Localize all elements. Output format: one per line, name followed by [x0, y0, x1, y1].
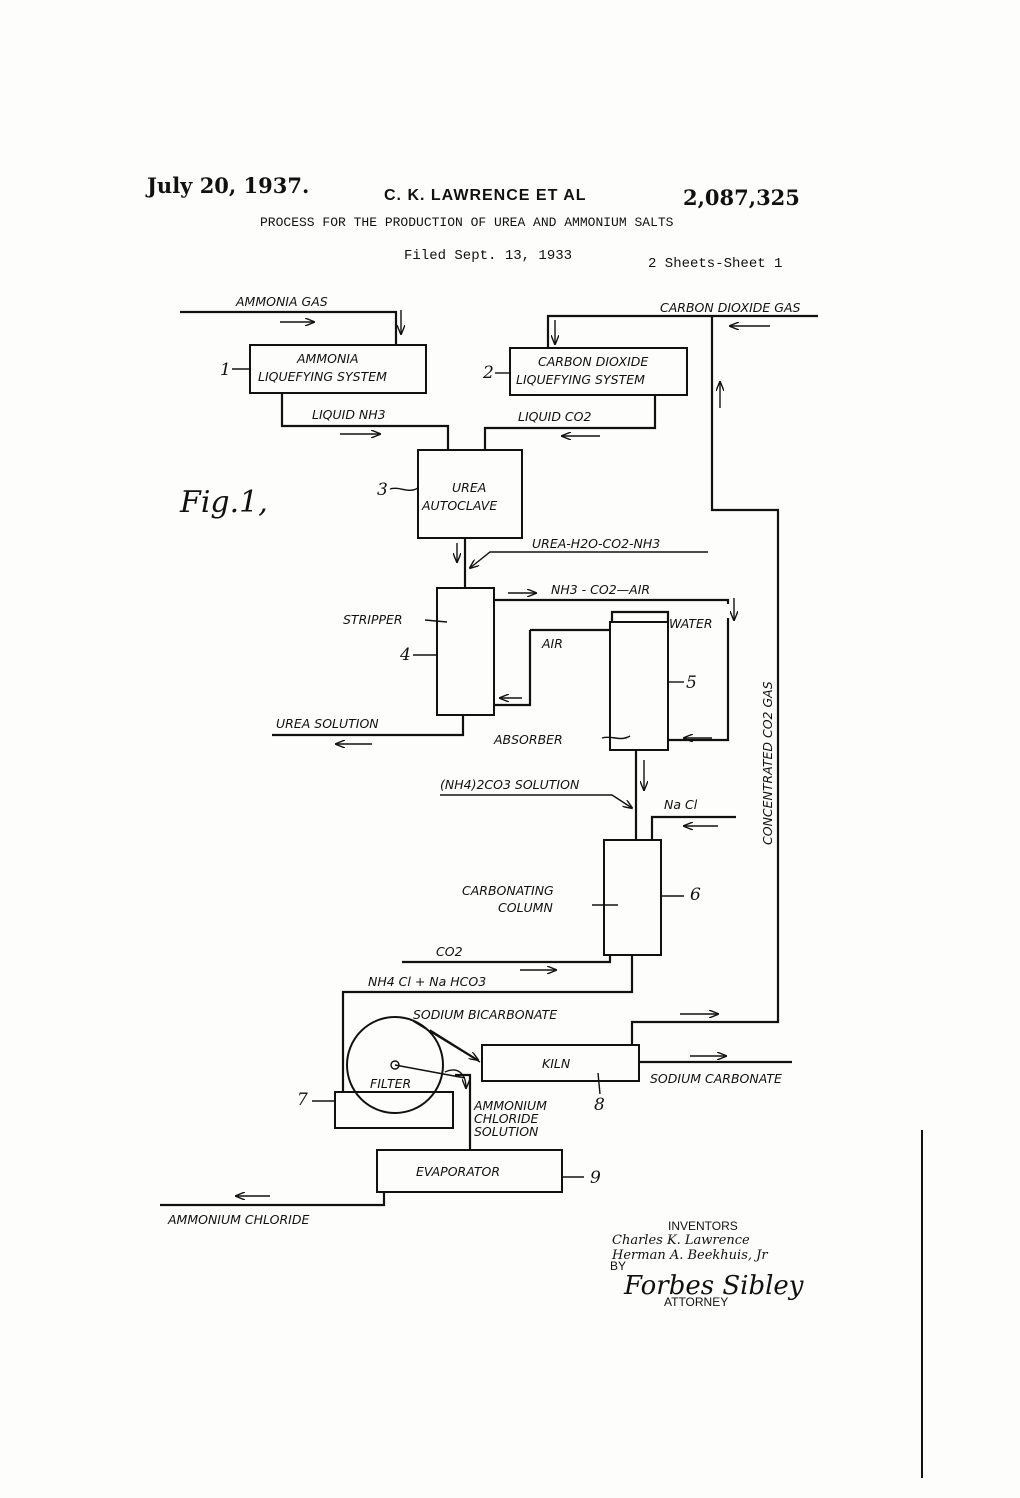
- unit6-line1: CARBONATING: [462, 883, 554, 898]
- unit2-number: 2: [482, 363, 494, 383]
- unit8-label: KILN: [542, 1056, 571, 1071]
- stream-ammonium-chloride-solution-2: CHLORIDE: [474, 1111, 539, 1126]
- nh4-co3-leader: [440, 794, 632, 808]
- arrow-bicarbonate: [429, 1029, 478, 1060]
- unit3-leader: [389, 487, 419, 491]
- by-label: BY: [610, 1259, 626, 1273]
- unit5-label-leader: [601, 735, 631, 740]
- liquid-nh3-line: [280, 393, 450, 450]
- unit6-line2: COLUMN: [498, 900, 553, 915]
- unit2-line1: CARBON DIOXIDE: [538, 354, 648, 369]
- filter-base: [334, 1091, 454, 1129]
- unit5-number: 5: [686, 673, 697, 693]
- stream-water: WATER: [669, 616, 713, 631]
- box-absorber: [609, 621, 669, 751]
- inventors-heading: INVENTORS: [668, 1219, 738, 1233]
- patent-title: PROCESS FOR THE PRODUCTION OF UREA AND A…: [260, 215, 674, 230]
- sheet-count: 2 Sheets-Sheet 1: [648, 256, 783, 272]
- attorney-label: ATTORNEY: [664, 1295, 728, 1309]
- unit1-line1: AMMONIA: [296, 351, 359, 366]
- stream-urea-mix: UREA-H2O-CO2-NH3: [532, 536, 660, 551]
- column-to-filter-line: [341, 955, 634, 1092]
- unit6-number: 6: [690, 885, 701, 905]
- nacl-line: [650, 815, 736, 840]
- nh3-co2-air-line: [494, 598, 730, 604]
- filed-date: Filed Sept. 13, 1933: [404, 248, 573, 264]
- filter-drum: [346, 1016, 444, 1114]
- inventor-1: Charles K. Lawrence: [612, 1233, 750, 1248]
- bicarbonate-belt-a: [412, 1020, 481, 1063]
- stream-air: AIR: [541, 636, 563, 651]
- ammonium-chloride-line: [160, 1192, 386, 1207]
- figure-label: Fig.1,: [179, 485, 268, 520]
- liquid-co2-line: [483, 395, 657, 450]
- absorber-gas-inlet: [610, 610, 670, 622]
- stream-ammonium-chloride: AMMONIUM CHLORIDE: [167, 1212, 309, 1227]
- unit7-number: 7: [297, 1090, 308, 1110]
- arrow-filtrate: [444, 1069, 466, 1088]
- urea-mix-leader: [470, 551, 708, 568]
- water-line: [668, 618, 730, 742]
- ammonia-gas-line: [180, 310, 398, 345]
- patent-number: 2,087,325: [683, 185, 800, 210]
- stream-nh3-co2-air: NH3 - CO2—AIR: [551, 582, 650, 597]
- inventors-short: C. K. LAWRENCE ET AL: [384, 187, 587, 204]
- stream-ammonium-chloride-solution-3: SOLUTION: [474, 1124, 539, 1139]
- stream-ammonium-chloride-solution-1: AMMONIUM: [473, 1098, 547, 1113]
- urea-solution-line: [272, 715, 465, 737]
- co2-feed-line: [402, 955, 612, 964]
- box-co2-liquefying-system: [509, 347, 688, 396]
- unit1-number: 1: [220, 360, 231, 380]
- stream-sodium-bicarbonate: SODIUM BICARBONATE: [413, 1007, 557, 1022]
- box-evaporator: [376, 1149, 563, 1193]
- unit2-line2: LIQUEFYING SYSTEM: [516, 372, 645, 387]
- stream-nacl: Na Cl: [664, 797, 698, 812]
- stream-ammonia-gas: AMMONIA GAS: [235, 294, 328, 309]
- filter-spoke: [394, 1064, 466, 1079]
- unit8-leader: [597, 1072, 601, 1095]
- ammonium-chloride-solution-line: [455, 1073, 472, 1150]
- unit3-line2: AUTOCLAVE: [421, 498, 497, 513]
- unit4-label: STRIPPER: [343, 612, 403, 627]
- attorney-signature: Forbes Sibley: [623, 1271, 804, 1301]
- stream-carbon-dioxide-gas: CARBON DIOXIDE GAS: [660, 300, 801, 315]
- unit5-label: ABSORBER: [493, 732, 563, 747]
- unit9-number: 9: [590, 1168, 601, 1188]
- unit9-label: EVAPORATOR: [416, 1164, 500, 1179]
- unit4-number: 4: [399, 645, 411, 665]
- box-carbonating-column: [603, 839, 662, 956]
- inventor-2: Herman A. Beekhuis, Jr: [611, 1248, 768, 1263]
- stream-sodium-carbonate: SODIUM CARBONATE: [650, 1071, 782, 1086]
- air-return-line: [494, 628, 610, 707]
- box-urea-autoclave: [417, 449, 523, 539]
- stream-co2: CO2: [436, 944, 463, 959]
- stream-liquid-nh3: LIQUID NH3: [312, 407, 386, 422]
- unit3-number: 3: [377, 480, 388, 500]
- stream-nh4cl-nahco3: NH4 Cl + Na HCO3: [368, 974, 486, 989]
- filter-axle: [390, 1060, 400, 1070]
- unit8-number: 8: [594, 1095, 605, 1115]
- concentrated-co2-loop: [630, 316, 780, 1045]
- stream-urea-solution: UREA SOLUTION: [276, 716, 379, 731]
- box-stripper: [436, 587, 495, 716]
- patent-date: July 20, 1937.: [147, 173, 310, 198]
- unit7-label: FILTER: [370, 1076, 411, 1091]
- stream-liquid-co2: LIQUID CO2: [518, 409, 591, 424]
- co2-gas-line: [546, 314, 818, 348]
- unit3-line1: UREA: [452, 480, 486, 495]
- unit1-line2: LIQUEFYING SYSTEM: [258, 369, 387, 384]
- stream-concentrated-co2-gas: CONCENTRATED CO2 GAS: [760, 681, 775, 845]
- unit4-label-leader: [424, 619, 448, 623]
- stream-nh4-co3-solution: (NH4)2CO3 SOLUTION: [440, 777, 580, 792]
